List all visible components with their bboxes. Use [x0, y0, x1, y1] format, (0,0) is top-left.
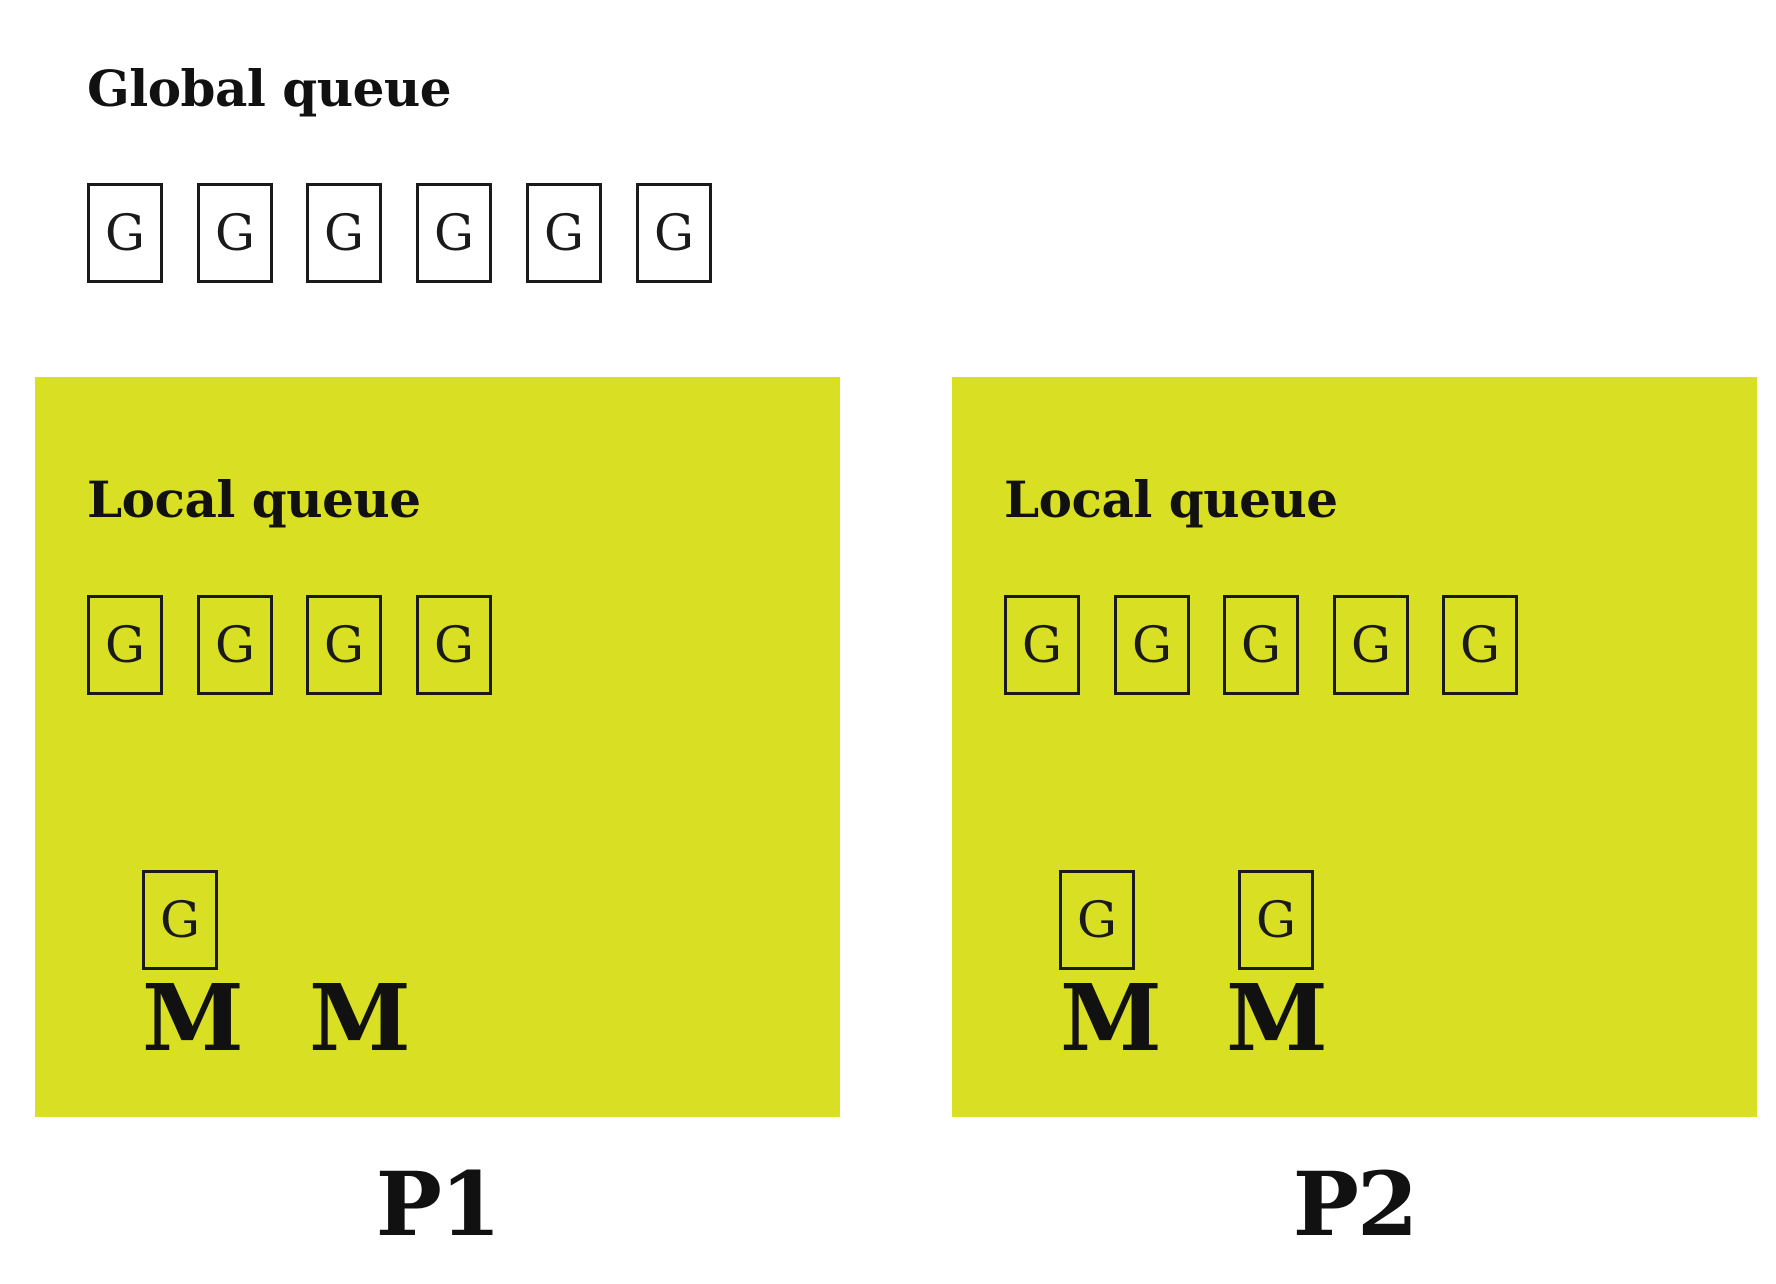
p2-local-goroutine: G: [1333, 595, 1409, 695]
p1-local-queue-title: Local queue: [87, 470, 421, 529]
global-goroutine: G: [526, 183, 602, 283]
p1-local-goroutine: G: [416, 595, 492, 695]
p1-running-goroutine: G: [142, 870, 218, 970]
p2-running-goroutine: G: [1238, 870, 1314, 970]
processor-label-p1: P1: [375, 1152, 501, 1256]
p2-local-goroutine: G: [1223, 595, 1299, 695]
p1-local-goroutine: G: [197, 595, 273, 695]
p1-local-goroutine: G: [306, 595, 382, 695]
p2-local-goroutine: G: [1442, 595, 1518, 695]
global-goroutine: G: [197, 183, 273, 283]
processor-p2: [952, 377, 1757, 1117]
global-goroutine: G: [416, 183, 492, 283]
p1-machine-thread: M: [309, 964, 411, 1072]
global-queue-title: Global queue: [87, 59, 452, 118]
p2-machine-thread: M: [1060, 964, 1162, 1072]
processor-p1: [35, 377, 840, 1117]
global-goroutine: G: [87, 183, 163, 283]
p2-machine-thread: M: [1226, 964, 1328, 1072]
global-goroutine: G: [636, 183, 712, 283]
p2-local-queue-title: Local queue: [1004, 470, 1338, 529]
p2-local-goroutine: G: [1004, 595, 1080, 695]
p1-machine-thread: M: [142, 964, 244, 1072]
p2-local-goroutine: G: [1114, 595, 1190, 695]
processor-label-p2: P2: [1292, 1152, 1418, 1256]
p2-running-goroutine: G: [1059, 870, 1135, 970]
p1-local-goroutine: G: [87, 595, 163, 695]
global-goroutine: G: [306, 183, 382, 283]
